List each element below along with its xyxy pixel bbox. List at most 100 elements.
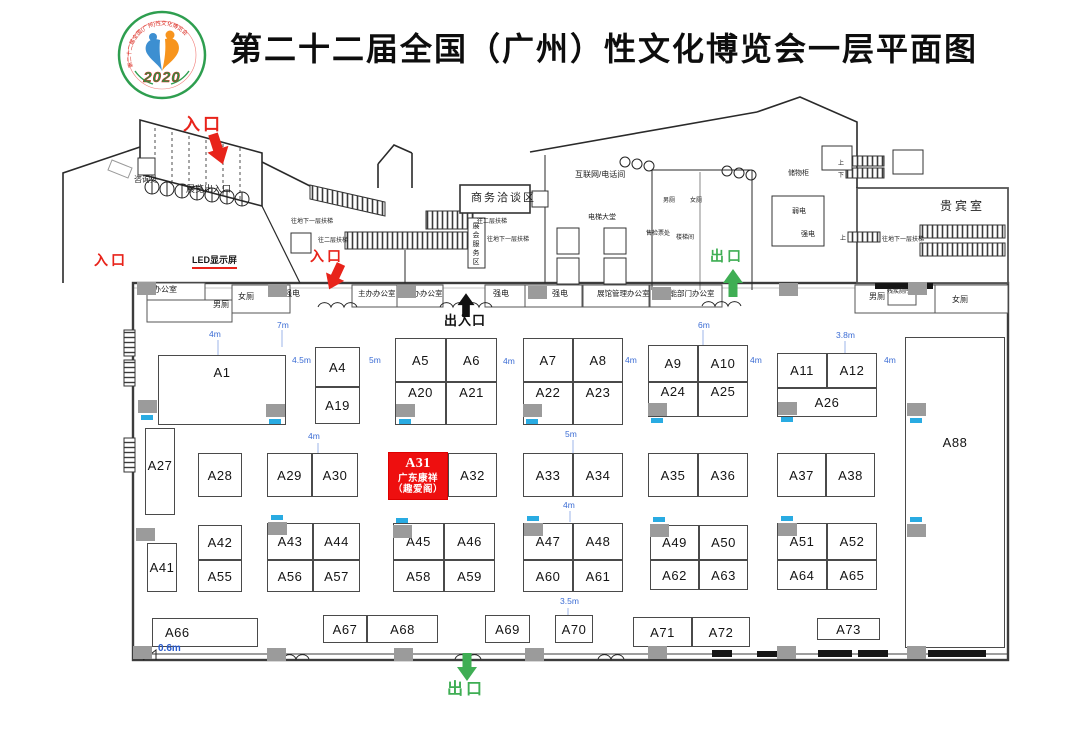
pillar — [268, 522, 287, 535]
booth-A68[interactable]: A68 — [367, 615, 438, 643]
pillar — [907, 403, 926, 416]
booth-A47[interactable]: A47 — [523, 523, 573, 560]
booth-A36[interactable]: A36 — [698, 453, 748, 497]
booth-A46[interactable]: A46 — [444, 523, 495, 560]
room-label-强电: 强电 — [801, 231, 815, 238]
room-label-强电: 强电 — [284, 289, 300, 298]
booth-A30[interactable]: A30 — [312, 453, 358, 497]
room-label-贵宾室: 贵宾室 — [940, 199, 986, 213]
booth-A1[interactable]: A1 — [158, 355, 286, 425]
booth-A65[interactable]: A65 — [827, 560, 877, 590]
booth-A62[interactable]: A62 — [650, 560, 699, 590]
booth-A6[interactable]: A6 — [446, 338, 497, 382]
room-label-售检票处: 售检票处 — [646, 231, 671, 237]
pillar — [523, 404, 542, 417]
booth-A72[interactable]: A72 — [692, 617, 750, 647]
turnstiles — [144, 128, 757, 207]
booth-A37[interactable]: A37 — [777, 453, 826, 497]
dimension-label: 4.5m — [292, 355, 311, 365]
booth-A10[interactable]: A10 — [698, 345, 748, 382]
booth-A41[interactable]: A41 — [147, 543, 177, 592]
logo-laurel — [134, 70, 190, 85]
booth-A42[interactable]: A42 — [198, 525, 242, 560]
dimension-label: 4m — [884, 355, 896, 365]
booth-A27[interactable]: A27 — [145, 428, 175, 515]
pillar — [778, 402, 797, 415]
booth-A55[interactable]: A55 — [198, 560, 242, 592]
booth-A63[interactable]: A63 — [699, 560, 748, 590]
dimension-label: 4m — [625, 355, 637, 365]
booth-A33[interactable]: A33 — [523, 453, 573, 497]
booth-A19[interactable]: A19 — [315, 387, 360, 424]
booth-A71[interactable]: A71 — [633, 617, 692, 647]
booth-A64[interactable]: A64 — [777, 560, 827, 590]
booth-A88[interactable]: A88 — [905, 337, 1005, 648]
pillar — [268, 284, 287, 297]
booth-A38[interactable]: A38 — [826, 453, 875, 497]
pillar — [907, 646, 926, 659]
room-label-商务洽谈区: 商务洽谈区 — [471, 192, 536, 204]
booth-A23[interactable]: A23 — [573, 382, 623, 425]
logo-figure-orange — [165, 30, 175, 40]
service-rooms — [123, 145, 924, 473]
pillar-tick — [269, 419, 281, 424]
entrance-arrow-mid — [326, 262, 346, 290]
booth-A25[interactable]: A25 — [698, 382, 748, 417]
room-label-上: 上 — [838, 161, 845, 167]
pillar — [652, 287, 671, 300]
booth-A32[interactable]: A32 — [448, 453, 497, 497]
pillar — [133, 646, 152, 659]
booth-A57[interactable]: A57 — [313, 560, 360, 592]
booth-A4[interactable]: A4 — [315, 347, 360, 387]
booth-A21[interactable]: A21 — [446, 382, 497, 425]
booth-A28[interactable]: A28 — [198, 453, 242, 497]
booth-A60[interactable]: A60 — [523, 560, 573, 592]
booth-A9[interactable]: A9 — [648, 345, 698, 382]
booth-A61[interactable]: A61 — [573, 560, 623, 592]
booth-A69[interactable]: A69 — [485, 615, 530, 643]
dimension-label: 4m — [209, 329, 221, 339]
booth-A48[interactable]: A48 — [573, 523, 623, 560]
booth-A31-line0: A31 — [405, 456, 431, 472]
pillar-tick — [396, 518, 408, 523]
room-label-咨询处: 咨询处 — [134, 175, 158, 184]
booth-A73[interactable]: A73 — [817, 618, 880, 640]
booth-A58[interactable]: A58 — [393, 560, 444, 592]
pillar — [528, 286, 547, 299]
room-label-LED显示屏: LED显示屏 — [192, 256, 238, 269]
booth-A11[interactable]: A11 — [777, 353, 827, 388]
booth-A35[interactable]: A35 — [648, 453, 698, 497]
booth-A66[interactable]: A66 — [152, 618, 258, 647]
booth-A59[interactable]: A59 — [444, 560, 495, 592]
room-label-强电: 强电 — [493, 289, 509, 298]
booth-A29[interactable]: A29 — [267, 453, 312, 497]
booth-A50[interactable]: A50 — [699, 525, 748, 560]
booth-A22[interactable]: A22 — [523, 382, 573, 425]
booth-A67[interactable]: A67 — [323, 615, 367, 643]
room-label-女厕: 女厕 — [952, 295, 968, 304]
expo-logo: 第二十二届全国(广州)性文化博览会 2020 — [117, 10, 207, 100]
booth-A20[interactable]: A20 — [395, 382, 446, 425]
room-label-强电: 强电 — [552, 289, 568, 298]
booth-A8[interactable]: A8 — [573, 338, 623, 382]
booth-A44[interactable]: A44 — [313, 523, 360, 560]
booth-A52[interactable]: A52 — [827, 523, 877, 560]
pillar-tick — [653, 517, 665, 522]
booth-A34[interactable]: A34 — [573, 453, 623, 497]
dimension-label: 6m — [698, 320, 710, 330]
booth-A5[interactable]: A5 — [395, 338, 446, 382]
room-label-往二层扶梯: 往二层扶梯 — [318, 238, 349, 244]
room-label-办公室: 办公室 — [153, 285, 177, 294]
dimension-label: 5m — [369, 355, 381, 365]
room-label-男厕: 男厕 — [213, 300, 229, 309]
booth-A70[interactable]: A70 — [555, 615, 593, 643]
booth-A56[interactable]: A56 — [267, 560, 313, 592]
pillar — [907, 524, 926, 537]
booth-A12[interactable]: A12 — [827, 353, 877, 388]
room-label-展馆管理办公室: 展馆管理办公室 — [597, 289, 650, 298]
room-label-往地下一层扶梯: 往地下一层扶梯 — [487, 237, 530, 243]
marker-entrance-mid: 入口 — [310, 248, 344, 264]
booth-A7[interactable]: A7 — [523, 338, 573, 382]
